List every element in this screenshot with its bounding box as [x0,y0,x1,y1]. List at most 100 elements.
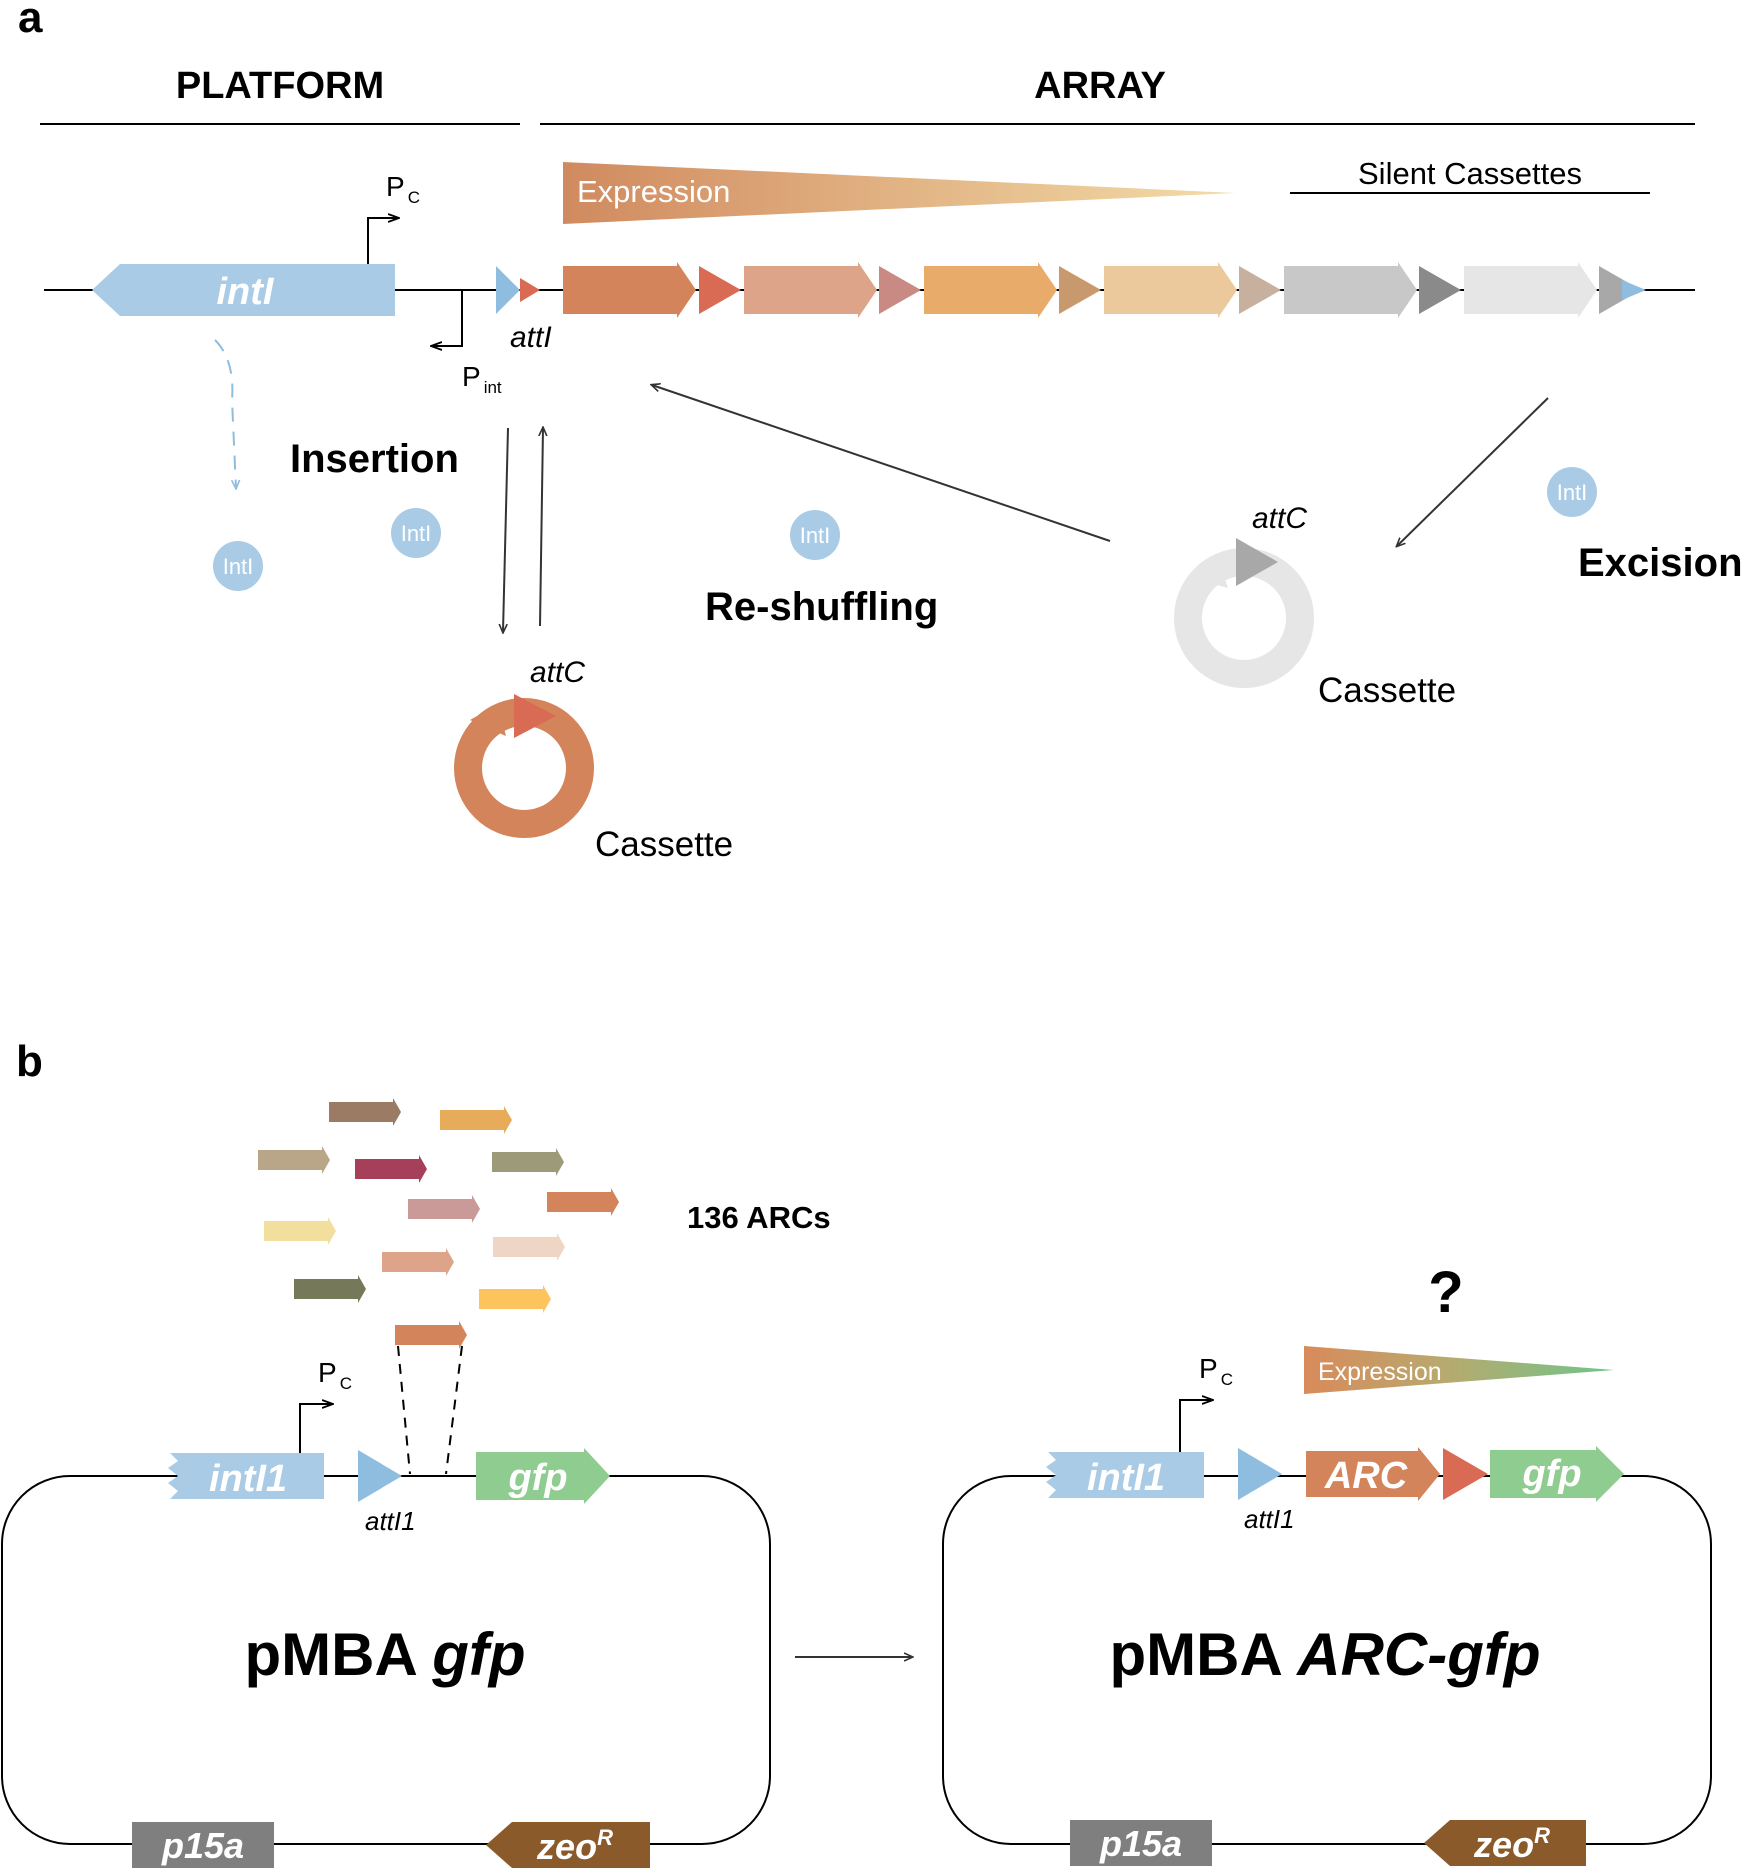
arc-arrow [258,1146,330,1174]
orange-cassette-attC [514,694,556,738]
attC-6-tip [1622,280,1646,300]
intI-expression-arrow [214,339,236,488]
arc-arrow [355,1155,427,1183]
arc-arrow-selected [395,1321,467,1349]
intI-bubble-2-label: IntI [401,521,432,546]
cassette-4 [1104,262,1237,318]
attC-2 [879,266,921,314]
cassette-2 [744,262,877,318]
intI1-gene-1 [168,1453,324,1499]
grey-cassette-attC [1236,538,1278,586]
attI1-label-2: attI1 [1244,1504,1295,1534]
excision-label: Excision [1578,541,1743,585]
attC-4 [1239,266,1281,314]
silent-cassettes-label: Silent Cassettes [1358,156,1582,191]
insertion-label: Insertion [290,437,459,481]
p15a-label-1: p15a [161,1825,244,1866]
intI1-gene-2 [1046,1452,1204,1498]
arcs-count-label: 136 ARCs [687,1200,831,1235]
attC-3 [1059,266,1101,314]
arc-arrow [294,1275,366,1303]
intI-gene-label: intI [217,271,275,313]
arc-arrow [440,1106,512,1134]
intI-protein-4: IntI [1547,467,1597,517]
intI-protein-3: IntI [790,510,840,560]
grey-cassette-circle [1174,538,1314,688]
arc-arrow [493,1233,565,1261]
attI1-site-1 [358,1450,402,1502]
intI-bubble-2 [391,508,441,558]
array-heading: ARRAY [1034,65,1166,107]
cassette-label-grey: Cassette [1318,671,1456,710]
arc-arrow [329,1098,401,1126]
intI-bubble-4-label: IntI [1557,480,1588,505]
insertion-dash-left [397,1345,411,1475]
question-mark: ? [1428,1260,1463,1325]
arc-arrow [479,1285,551,1313]
expression-gradient-wedge-b [1304,1346,1614,1394]
intI-protein-1: IntI [213,541,263,591]
p15a-box-2 [1070,1820,1212,1866]
pint-promoter-arrow [432,290,463,346]
insertion-dash-right [445,1345,463,1475]
panel-a-label: a [18,0,43,42]
p15a-label-2: p15a [1099,1823,1182,1864]
arc-arrow [408,1195,480,1223]
attC-6 [1599,266,1641,314]
cassette-label-orange: Cassette [595,825,733,864]
silent-cassette-1 [1284,262,1417,318]
insertion-up-arrow [540,428,543,627]
pc-promoter-arrow [367,218,398,264]
zeoR-gene-1 [486,1822,650,1868]
p15a-box-1 [132,1822,274,1868]
intI-bubble-3 [790,510,840,560]
expression-label-a: Expression [577,174,730,209]
zeoR-label-2: zeoR [1473,1823,1550,1865]
attI-site-left [496,266,520,314]
insertion-down-arrow [503,427,509,632]
expression-gradient-wedge [563,162,1235,224]
orange-cassette-ring-head [470,704,506,736]
plasmid-1-name: pMBA gfp [244,1621,525,1688]
gfp-gene-2 [1490,1446,1624,1502]
intI-bubble-3-label: IntI [800,523,831,548]
cassette-3 [924,262,1057,318]
silent-cassette-2 [1464,262,1597,318]
expression-label-b: Expression [1318,1358,1442,1386]
attC-1 [699,266,741,314]
intI-protein-2: IntI [391,508,441,558]
arc-label: ARC [1324,1455,1408,1497]
cassette-1 [563,262,696,318]
attC-5 [1419,266,1461,314]
arc-cloud [258,1098,619,1349]
attI1-site-2 [1238,1448,1282,1500]
panel-b-label: b [16,1037,43,1086]
pc-promoter-arrow-b1 [299,1404,332,1453]
zeoR-label-1: zeoR [536,1825,613,1867]
gfp-gene-1 [476,1448,610,1504]
plasmid-2-name: pMBA ARC-gfp [1110,1621,1541,1688]
attC-label-orange: attC [530,656,585,689]
zeoR-gene-2 [1424,1820,1586,1866]
orange-cassette-circle [454,694,594,838]
attI1-label-1: attI1 [365,1506,416,1536]
gfp-label-2: gfp [1521,1453,1581,1495]
intI1-label-2: intI1 [1087,1457,1165,1499]
arc-arrow [547,1188,619,1216]
intI-gene [92,264,395,316]
arc-arrow [382,1248,454,1276]
array-cassettes [563,262,1646,318]
reshuffling-label: Re-shuffling [705,585,938,629]
reshuffling-arrow [652,385,1111,542]
attI-label: attI [510,321,552,354]
attC-site-b [1443,1448,1488,1500]
platform-heading: PLATFORM [176,65,384,107]
intI-bubble-4 [1547,467,1597,517]
arc-arrow [492,1148,564,1176]
